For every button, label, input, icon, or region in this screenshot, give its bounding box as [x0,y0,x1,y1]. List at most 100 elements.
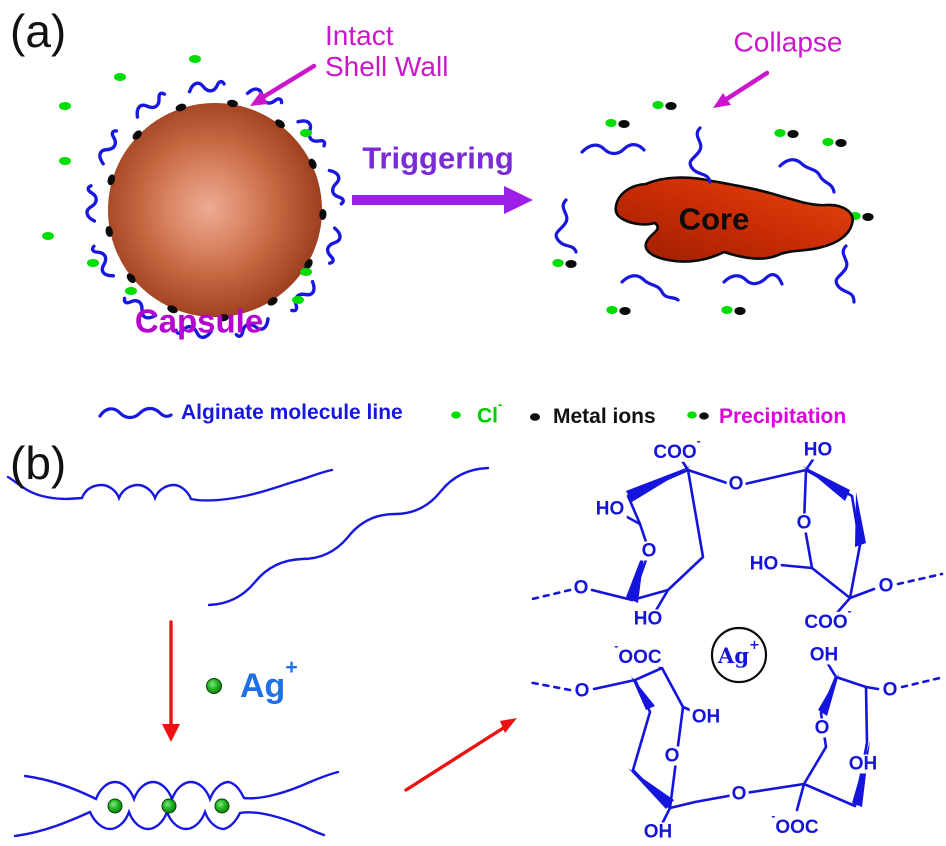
egg-box-silver-dot [161,798,177,814]
precipitation-black-dot [665,102,677,110]
metal-ion-dot [275,119,285,129]
egg-box-silver-dot [214,798,230,814]
chem-label-ho: HO [801,439,835,461]
shell-squiggle-path [174,324,214,340]
reaction-arrow-diagonal [404,718,517,792]
metal-ion-dot [304,259,313,270]
shell-squiggle [234,317,270,338]
chem-label-oh: OH [641,821,675,843]
chem-label-o: O [794,512,814,534]
chem-label-ooc: -OOC [769,809,821,839]
shell-squiggle-path [135,91,167,119]
metal-ion-dot [227,99,238,108]
silver-ion-dot [206,678,222,694]
shell-squiggle [290,279,316,313]
chem-label-o: O [639,540,659,562]
metal-ion-dot [267,297,278,306]
shell-squiggle [327,168,345,206]
chem-label-o: O [876,575,896,597]
intact-line2: Shell Wall [325,51,449,83]
precipitation-black-dot [835,139,847,147]
leg-pair-b [699,412,709,420]
chloride-dot [300,268,312,276]
shell-squiggle [187,79,226,94]
chem-label-oh: OH [846,753,880,775]
collapse-label: Collapse [733,26,843,58]
shell-squiggle-path [290,279,316,313]
chem-label-oh: OH [807,644,841,666]
legend-chloride-label: Cl- [477,396,502,429]
metal-ion-dot [126,273,136,284]
shell-squiggle-path [85,184,98,223]
chloride-symbol: Cl [477,404,498,428]
precipitation-green-dot [552,259,564,267]
shell-squiggle [98,129,119,166]
chloride-dot [59,157,71,165]
chloride-dot [300,129,312,137]
silver-ion-circle [710,626,768,684]
silver-charge-circled: + [749,637,760,653]
leg-pair-g [687,411,697,419]
metal-ion-dot [308,158,317,170]
shell-squiggle [122,296,158,320]
chem-label-o: O [662,745,682,767]
chem-label-ho: HO [747,553,781,575]
shell-squiggle [90,244,116,278]
precipitation-black-dot [618,120,630,128]
shell-squiggle-path [327,168,345,206]
metal-ion-dot [105,226,113,237]
chem-label-oh: OH [689,706,723,728]
metal-ion-dot [132,130,142,140]
silver-symbol: Ag [240,667,286,706]
shell-squiggle-path [122,296,158,320]
precipitation-green-dot [652,101,664,109]
legend-precipitation-label: Precipitation [719,405,847,429]
intact-line1: Intact [325,20,394,51]
chloride-dot [59,102,71,110]
panel-b-label: (b) [10,437,67,489]
precipitation-green-dot [774,129,786,137]
shell-squiggle [135,91,167,119]
triggering-arrow [352,186,533,214]
shell-squiggle-path [98,129,119,166]
shell-squiggle-path [325,226,342,265]
precipitation-black-dot [565,260,577,268]
chem-label-coo: COO- [651,434,703,464]
loose-alginate-squiggles [554,126,856,304]
chloride-dot [292,296,304,304]
precipitation-green-dot [605,119,617,127]
chem-label-ho: HO [631,608,665,630]
chloride-dot [114,73,126,81]
shell-squiggle [296,119,327,148]
capsule-core-sphere [108,103,322,317]
legend-metal-ions-label: Metal ions [553,405,656,429]
chloride-dot [42,232,54,240]
egg-box-junction [13,770,340,838]
chloride-charge: - [498,396,503,412]
precipitation-black-dot [862,213,874,221]
chem-label-o: O [880,679,900,701]
shell-squiggle-path [234,317,270,338]
metal-ion-dot [107,174,116,186]
chem-label-o: O [729,783,749,805]
intact-shell-arrow [250,63,317,106]
shell-squiggle [174,324,214,340]
precipitation-black-dot [619,307,631,315]
chloride-dot [189,55,201,63]
leg-green [451,411,461,419]
triggering-label: Triggering [362,140,514,176]
core-label: Core [678,201,750,237]
precipitation-black-dot [787,130,799,138]
core-blob [614,176,854,263]
shell-squiggle-path [296,119,327,148]
shell-squiggle-path [90,244,116,278]
chem-label-ooc: -OOC [612,639,664,669]
alginate-chemical-structure [526,456,946,826]
silver-symbol-circled: Ag [718,643,750,669]
precipitation-green-dot [721,306,733,314]
legend-marks [98,406,709,421]
shell-squiggle-path [187,79,226,94]
chem-label-o: O [812,717,832,739]
chem-label-ho: HO [593,498,627,520]
